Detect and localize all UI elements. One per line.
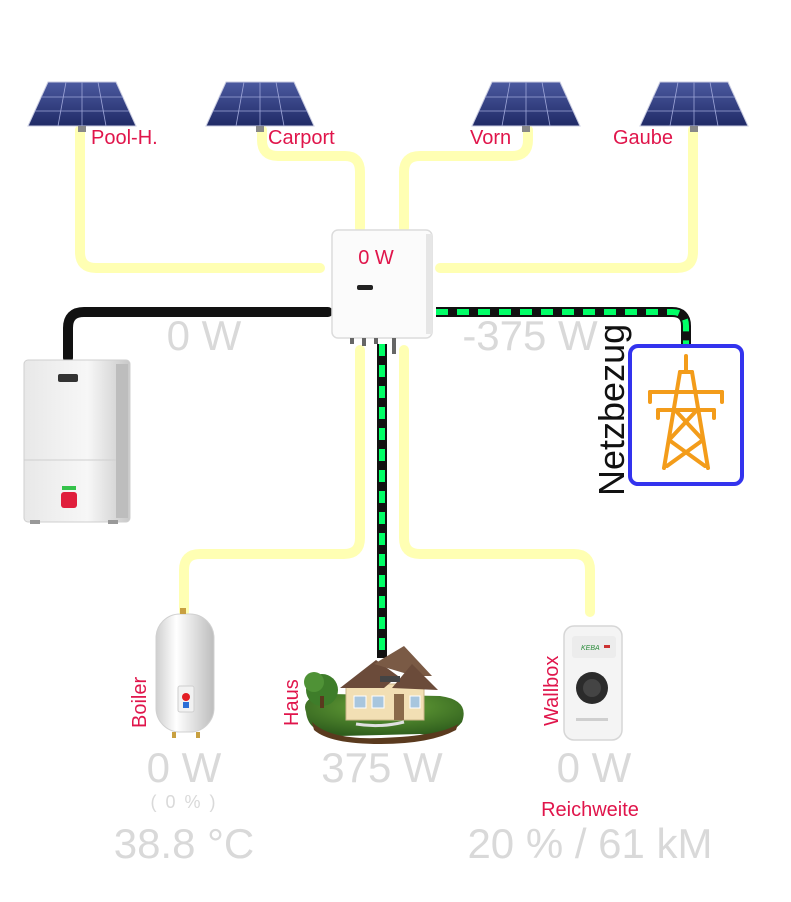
wallbox-range-label: Reichweite [541,799,639,821]
house-label: Haus [281,679,303,726]
solar-panel-icon [471,81,581,132]
solar-label-carport: Carport [268,127,335,149]
wallbox-power: 0 W [557,744,632,791]
solar-panel-icon [639,81,749,132]
grid-label: Netzbezug [591,324,632,496]
inverter-icon[interactable] [331,229,433,354]
load-feed-lines [179,345,595,617]
boiler-icon[interactable] [155,608,215,738]
power-pylon-icon [648,354,724,470]
line-gaube [435,125,698,273]
wallbox-icon[interactable]: KEBA [563,625,623,741]
boiler-label: Boiler [129,677,151,728]
inverter-power: 0 W [358,247,394,269]
solar-label-gaube: Gaube [613,127,673,149]
solar-label-vorn: Vorn [470,127,511,149]
wallbox-label: Wallbox [541,656,563,726]
solar-panel-icon [205,81,315,132]
line-vorn [399,125,533,233]
line-battery [63,307,333,363]
battery-icon[interactable] [23,359,131,524]
boiler-temperature: 38.8 °C [114,820,255,867]
boiler-percent: ( 0 % ) [150,792,217,812]
house-power: 375 W [321,744,443,791]
solar-label-pool-h: Pool-H. [91,127,158,149]
grid-frame[interactable] [628,344,744,486]
line-boiler [179,345,365,617]
line-grid [436,307,691,346]
wallbox-brand: KEBA [581,645,600,652]
line-carport [257,125,365,233]
solar-feed-lines [75,125,698,273]
boiler-power: 0 W [147,744,222,791]
battery-power: 0 W [167,312,242,359]
house-icon[interactable] [304,646,464,744]
grid-power: -375 W [462,312,598,359]
wallbox-range-value: 20 % / 61 kM [467,820,712,867]
line-wallbox [399,345,595,617]
solar-panel-icon [27,81,137,132]
line-pool-h [75,125,325,273]
